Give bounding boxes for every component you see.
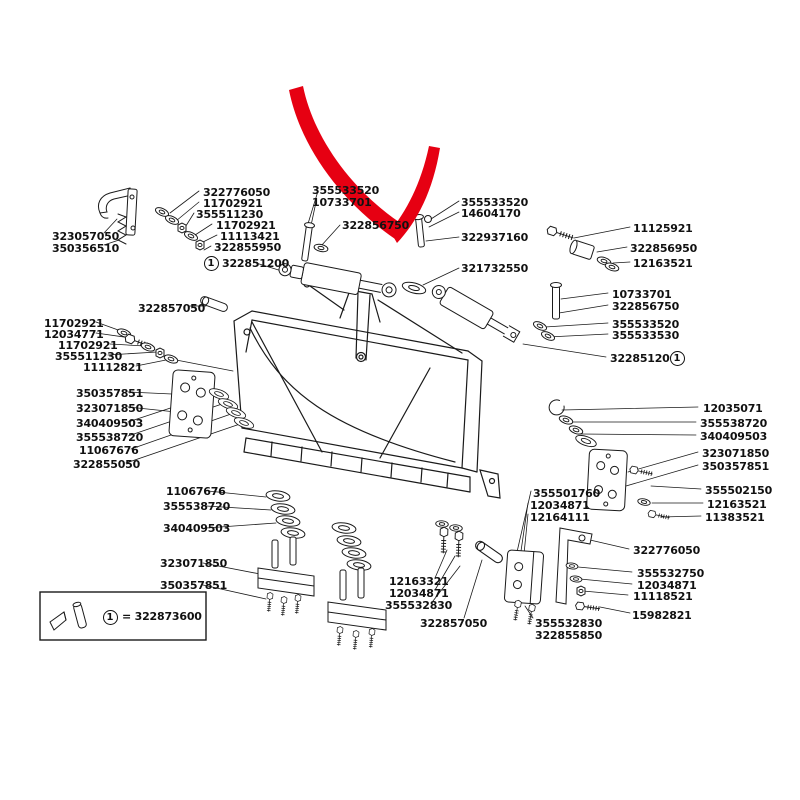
- legend-box: [39, 591, 207, 641]
- right-plate-assembly: [548, 399, 671, 522]
- bottom-right-bracket: [555, 527, 601, 613]
- main-body: [233, 280, 501, 499]
- hydraulic-cylinder-right: [431, 282, 562, 343]
- lock-pin-assembly: [400, 214, 432, 297]
- lever-handle: [97, 187, 230, 314]
- hydraulic-cylinder-top: [278, 222, 397, 298]
- leader-lines: [95, 190, 704, 619]
- snap-ring: [548, 399, 565, 416]
- top-right-fasteners: [545, 225, 621, 273]
- left-plate-assembly: [115, 326, 256, 439]
- bottom-middle-hardware: [434, 519, 545, 626]
- skid-assembly-center: [327, 520, 387, 650]
- red-check-mark: [289, 86, 440, 243]
- skid-assembly-left: [257, 488, 315, 616]
- spring: [116, 213, 128, 245]
